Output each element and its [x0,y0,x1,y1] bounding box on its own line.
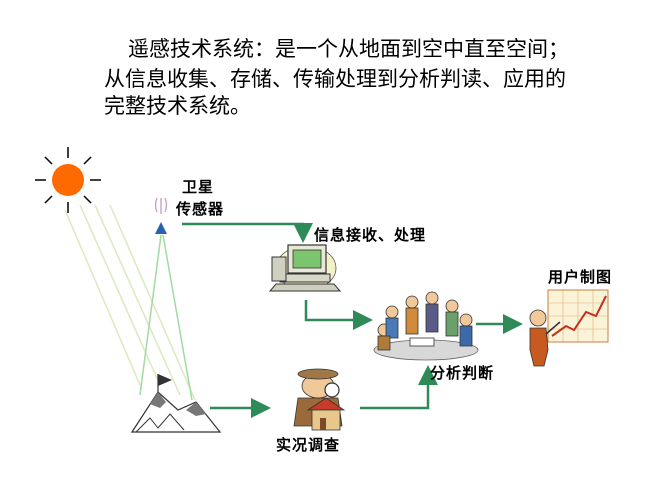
sensor-beam [139,234,193,401]
title-definition-1: 是一个从地面到空中直至空间； [275,37,569,61]
title-line-1: 遥感技术系统：是一个从地面到空中直至空间； [128,36,569,63]
label-receive-process: 信息接收、处理 [314,226,427,244]
satellite-sensor-icon [154,197,168,234]
label-analysis: 分析判断 [430,364,495,382]
title-definition-2: 从信息收集、存储、传输处理到分析判读、应用的 [104,67,566,91]
label-user-mapping: 用户制图 [548,268,613,286]
team-meeting-icon [373,291,479,361]
surveyor-icon [293,368,346,431]
title-definition-3: 完整技术系统。 [104,94,251,118]
title-term: 遥感技术系统： [128,37,275,61]
arrow-survey-to-analysis [360,365,438,410]
arrow-sensor-to-receive [182,222,313,243]
computer-icon [268,244,342,292]
label-sensor: 传感器 [176,200,225,218]
arrow-receive-to-analysis [304,300,373,330]
sun-icon [35,147,101,213]
mountain-icon [130,374,222,433]
label-satellite: 卫星 [182,178,215,196]
presenter-chart-icon [529,289,609,367]
label-field-survey: 实况调查 [276,436,341,454]
flow-arrows [182,222,523,418]
